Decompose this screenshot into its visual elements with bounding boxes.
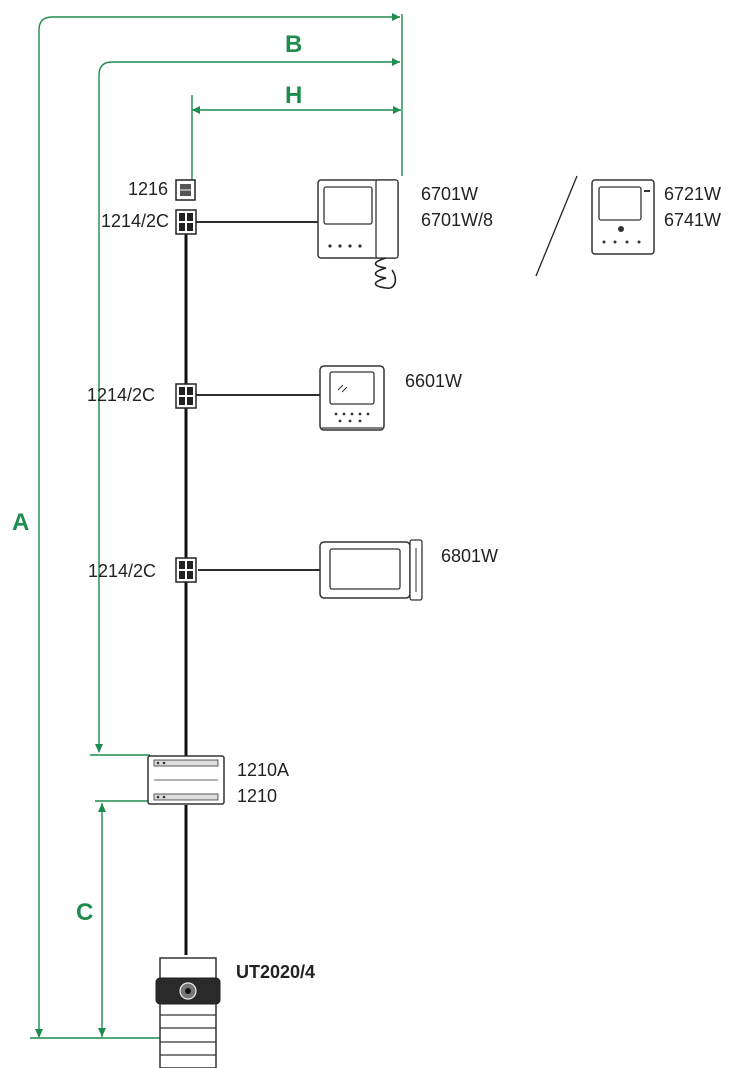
label-1210a: 1210A <box>237 760 289 780</box>
label-distributor-1: 1214/2C <box>101 211 169 231</box>
branch-wires <box>196 221 320 571</box>
terminal-1216 <box>175 179 196 201</box>
dimension-a-label: A <box>12 509 29 536</box>
dimension-a-line <box>38 16 400 1037</box>
dimension-b-label: B <box>285 31 302 58</box>
label-1216: 1216 <box>128 179 168 199</box>
monitor-6801w <box>319 539 423 601</box>
dimension-lines <box>30 13 403 1039</box>
label-ut2020-4: UT2020/4 <box>236 962 315 982</box>
dimension-c-arrow-top <box>98 803 106 812</box>
label-6741w: 6741W <box>664 210 721 230</box>
alternative-divider <box>535 175 578 277</box>
distributor-1214-2 <box>175 383 197 409</box>
monitor-6721w <box>591 179 655 255</box>
label-6701w-8: 6701W/8 <box>421 210 493 230</box>
dimension-h-arrow-left <box>192 106 200 114</box>
dimension-a-arrow-top <box>392 13 400 21</box>
distributor-1214-3 <box>175 557 197 583</box>
dimension-b-line <box>98 61 400 752</box>
dimension-h-label: H <box>285 82 302 109</box>
label-6601w: 6601W <box>405 371 462 391</box>
label-6801w: 6801W <box>441 546 498 566</box>
dimension-h-arrow-right <box>393 106 401 114</box>
power-supply-1210 <box>147 755 225 805</box>
handset-cord <box>374 257 397 289</box>
monitor-6601w <box>319 365 385 431</box>
label-6701w: 6701W <box>421 184 478 204</box>
label-1210: 1210 <box>237 786 277 806</box>
dimension-c-label: C <box>76 899 93 926</box>
monitor-6701w <box>317 179 399 289</box>
label-6721w: 6721W <box>664 184 721 204</box>
dimension-b-arrow-top <box>392 58 400 66</box>
dimension-b-arrow-bottom <box>95 744 103 753</box>
dimension-c-arrow-bottom <box>98 1028 106 1037</box>
dimension-a-arrow-bottom <box>35 1029 43 1038</box>
label-distributor-2: 1214/2C <box>87 385 155 405</box>
label-distributor-3: 1214/2C <box>88 561 156 581</box>
distributor-1214-1 <box>175 209 197 235</box>
entrance-panel-ut2020 <box>155 957 221 1068</box>
